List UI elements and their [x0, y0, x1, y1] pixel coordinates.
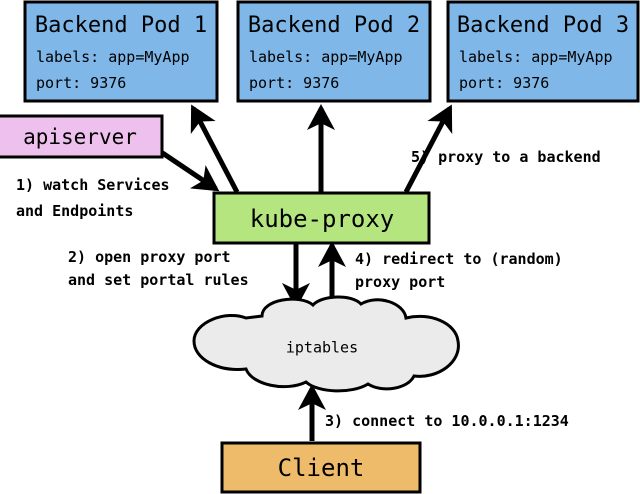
step-4-label: 4) redirect to (random) proxy port	[355, 250, 563, 291]
iptables-cloud-node[interactable]: iptables	[192, 295, 460, 393]
pod-box-3[interactable]: Backend Pod 3 labels: app=MyApp port: 93…	[446, 0, 640, 103]
step-3-label: 3) connect to 10.0.0.1:1234	[325, 412, 569, 430]
iptables-label: iptables	[286, 339, 358, 357]
pod-box-2[interactable]: Backend Pod 2 labels: app=MyApp port: 93…	[236, 0, 432, 103]
pod-1-port: port: 9376	[36, 74, 126, 92]
pod-1-title: Backend Pod 1	[35, 13, 207, 38]
step-2-line-2: and set portal rules	[68, 271, 249, 289]
pod-3-rect	[446, 0, 640, 103]
step-3-line-1: 3) connect to 10.0.0.1:1234	[325, 412, 569, 430]
pod-3-port: port: 9376	[459, 74, 549, 92]
pod-2-title: Backend Pod 2	[248, 13, 420, 38]
pod-2-rect	[236, 0, 432, 103]
edge-apiserver-to-kubeproxy	[159, 149, 220, 192]
iptables-cloud-shape	[192, 295, 460, 393]
pod-box-1[interactable]: Backend Pod 1 labels: app=MyApp port: 93…	[23, 0, 219, 103]
pod-3-title: Backend Pod 3	[457, 13, 629, 38]
step-1-line-1: 1) watch Services	[16, 176, 170, 194]
backend-pods-group: Backend Pod 1 labels: app=MyApp port: 93…	[23, 0, 640, 103]
pod-1-rect	[23, 0, 219, 103]
apiserver-node[interactable]: apiserver	[0, 114, 164, 159]
kube-proxy-node[interactable]: kube-proxy	[212, 191, 431, 245]
step-1-label: 1) watch Services and Endpoints	[16, 176, 170, 220]
step-2-label: 2) open proxy port and set portal rules	[68, 248, 249, 289]
apiserver-rect	[0, 114, 164, 159]
step-2-line-1: 2) open proxy port	[68, 248, 231, 266]
pod-3-labels: labels: app=MyApp	[459, 48, 613, 66]
client-rect	[220, 441, 422, 494]
pod-2-labels: labels: app=MyApp	[249, 48, 403, 66]
edge-kubeproxy-to-pod1	[190, 104, 240, 194]
step-5-line-1: 5) proxy to a backend	[411, 148, 601, 166]
step-4-line-2: proxy port	[355, 273, 445, 291]
pod-1-labels: labels: app=MyApp	[36, 48, 190, 66]
kube-proxy-label: kube-proxy	[250, 205, 395, 233]
client-label: Client	[278, 454, 365, 482]
edge-kubeproxy-to-pod3	[403, 104, 453, 194]
client-node[interactable]: Client	[220, 441, 422, 494]
step-5-label: 5) proxy to a backend	[411, 148, 601, 166]
step-4-line-1: 4) redirect to (random)	[355, 250, 563, 268]
step-1-line-2: and Endpoints	[16, 202, 133, 220]
apiserver-label: apiserver	[23, 125, 137, 149]
kube-proxy-rect	[212, 191, 431, 245]
step-labels-group: 1) watch Services and Endpoints 2) open …	[16, 148, 601, 430]
pod-2-port: port: 9376	[249, 74, 339, 92]
